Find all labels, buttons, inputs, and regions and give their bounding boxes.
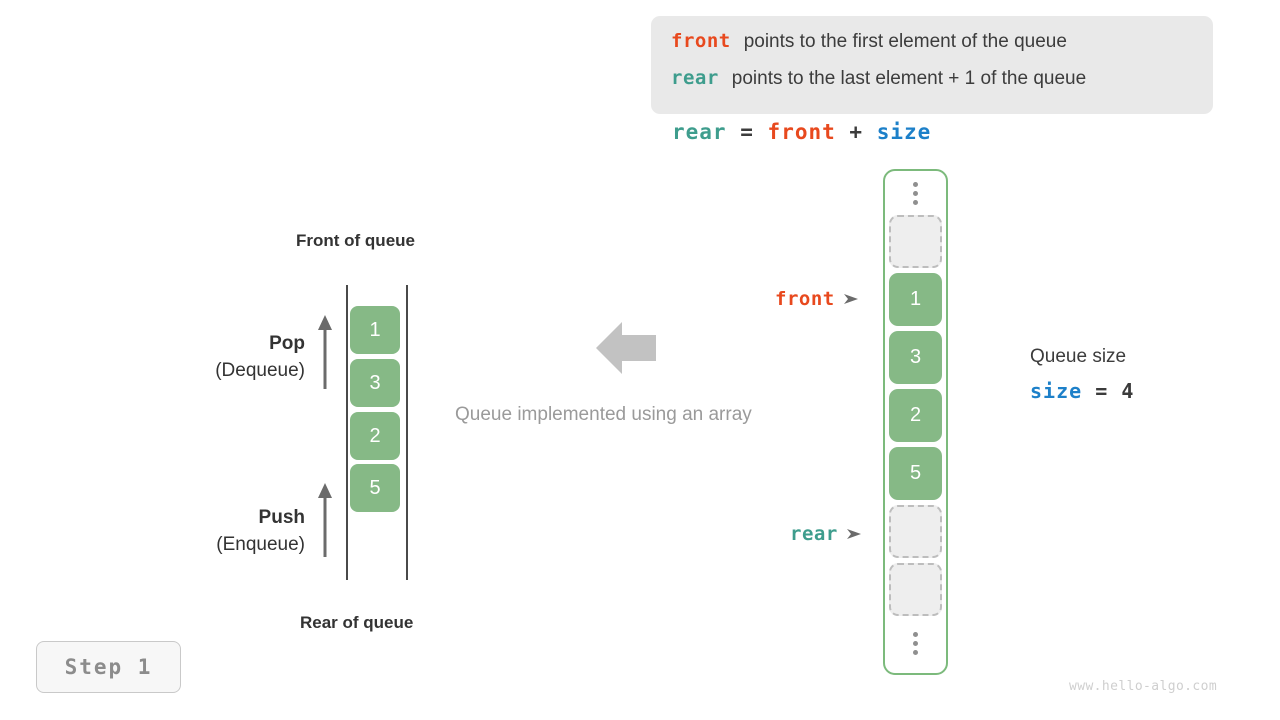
formula-lhs: rear xyxy=(672,120,727,144)
array-cell-filled: 3 xyxy=(889,331,942,384)
queue-size-block: Queue size size = 4 xyxy=(1030,343,1134,407)
queue-size-expression: size = 4 xyxy=(1030,375,1134,407)
legend-keyword-rear: rear xyxy=(671,67,719,89)
formula-rear-equals-front-plus-size: rear = front + size xyxy=(672,120,931,144)
array-cell-filled: 1 xyxy=(889,273,942,326)
implementation-caption: Queue implemented using an array xyxy=(455,404,752,425)
legend-text-front: points to the first element of the queue xyxy=(743,31,1067,52)
push-label-title: Push xyxy=(258,507,305,528)
push-operation-label: Push (Enqueue) xyxy=(175,505,305,559)
rear-pointer-label: rear xyxy=(790,523,863,545)
pop-operation-label: Pop (Dequeue) xyxy=(175,331,305,385)
queue-cell: 5 xyxy=(350,464,400,512)
formula-plus: + xyxy=(849,120,864,144)
array-cell-empty xyxy=(889,215,942,268)
watermark: www.hello-algo.com xyxy=(1069,679,1218,694)
legend-box: front points to the first element of the… xyxy=(651,16,1213,114)
front-of-queue-label: Front of queue xyxy=(296,231,415,250)
queue-size-variable: size xyxy=(1030,379,1083,403)
pop-label-subtitle: (Dequeue) xyxy=(215,360,305,381)
rear-pointer-text: rear xyxy=(790,523,838,545)
push-arrow-up-icon xyxy=(317,483,333,558)
step-badge: Step 1 xyxy=(36,641,181,693)
array-column: 1 3 2 5 xyxy=(883,169,948,675)
queue-cell: 1 xyxy=(350,306,400,354)
pointer-arrow-right-icon xyxy=(843,294,858,304)
formula-equals: = xyxy=(740,120,754,144)
dot xyxy=(913,640,918,646)
array-ellipsis-bottom-icon xyxy=(913,621,918,665)
queue-size-title: Queue size xyxy=(1030,346,1127,367)
array-ellipsis-top-icon xyxy=(913,171,918,215)
queue-cell: 2 xyxy=(350,412,400,460)
push-label-subtitle: (Enqueue) xyxy=(216,534,305,555)
dot xyxy=(913,649,918,655)
pop-arrow-up-icon xyxy=(317,315,333,390)
array-cell-empty xyxy=(889,563,942,616)
legend-keyword-front: front xyxy=(671,30,731,52)
queue-size-equals: = xyxy=(1095,379,1109,403)
queue-rail-left xyxy=(346,285,348,580)
dot xyxy=(913,631,918,637)
array-cell-empty xyxy=(889,505,942,558)
front-pointer-label: front xyxy=(775,288,860,310)
arrow-left-icon xyxy=(596,322,656,379)
formula-rhs-front: front xyxy=(767,120,836,144)
rear-of-queue-label: Rear of queue xyxy=(300,613,414,632)
array-cell-filled: 5 xyxy=(889,447,942,500)
queue-cell: 3 xyxy=(350,359,400,407)
formula-rhs-size: size xyxy=(876,120,932,144)
dot xyxy=(913,190,918,196)
front-pointer-text: front xyxy=(775,288,835,310)
dot xyxy=(913,181,918,187)
queue-size-number: 4 xyxy=(1121,379,1135,403)
pointer-arrow-right-icon xyxy=(846,529,861,539)
queue-rail-right xyxy=(406,285,408,580)
pop-label-title: Pop xyxy=(269,333,305,354)
dot xyxy=(913,199,918,205)
legend-text-rear: points to the last element + 1 of the qu… xyxy=(731,68,1087,89)
legend-line-front: front points to the first element of the… xyxy=(671,30,1193,67)
legend-line-rear: rear points to the last element + 1 of t… xyxy=(671,67,1193,104)
array-cell-filled: 2 xyxy=(889,389,942,442)
